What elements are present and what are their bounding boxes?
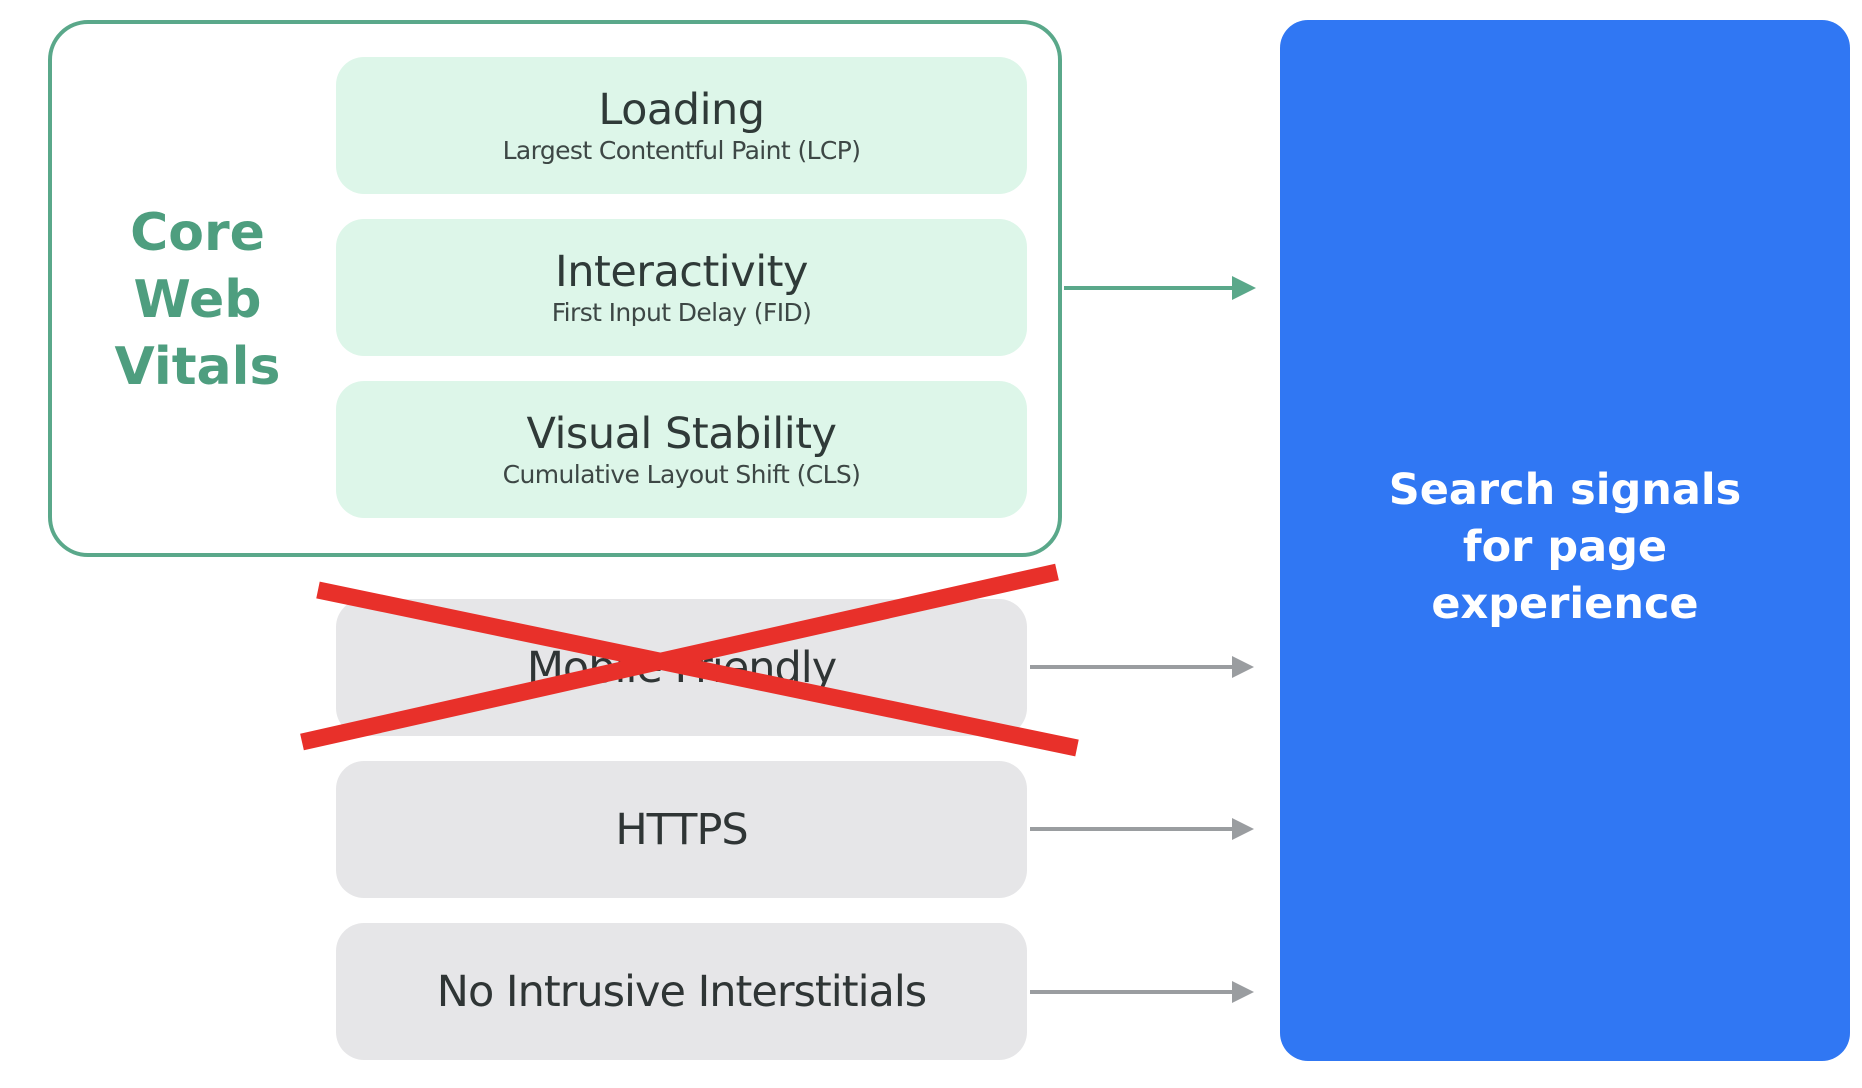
- cross-stroke: [300, 563, 1059, 751]
- cross-out-icon: [300, 563, 1079, 757]
- target-label: Search signals for page experience: [1389, 462, 1742, 633]
- signal-no-intrusive-interstitials: No Intrusive Interstitials: [336, 923, 1027, 1060]
- cross-stroke: [316, 581, 1079, 757]
- arrow-no-intrusive-interstitials: [1030, 981, 1254, 1003]
- arrow-mobile-friendly: [1030, 656, 1254, 678]
- metric-subtitle: First Input Delay (FID): [551, 297, 812, 327]
- arrow-https: [1030, 818, 1254, 840]
- metric-visual-stability: Visual Stability Cumulative Layout Shift…: [336, 381, 1027, 518]
- cwv-label-line: Web: [133, 270, 262, 330]
- metric-title: Interactivity: [555, 246, 808, 297]
- target-label-line: Search signals: [1388, 465, 1742, 515]
- arrowhead-icon: [1232, 818, 1254, 840]
- metric-title: Visual Stability: [526, 408, 838, 459]
- metric-interactivity: Interactivity First Input Delay (FID): [336, 219, 1027, 356]
- core-web-vitals-label: Core Web Vitals: [90, 200, 305, 401]
- arrowhead-icon: [1232, 981, 1254, 1003]
- metric-subtitle: Largest Contentful Paint (LCP): [502, 135, 861, 165]
- metric-loading: Loading Largest Contentful Paint (LCP): [336, 57, 1027, 194]
- signal-label: HTTPS: [615, 804, 748, 855]
- target-label-line: for page: [1462, 522, 1668, 572]
- arrow-core-web-vitals: [1064, 276, 1256, 300]
- target-label-line: experience: [1431, 579, 1699, 629]
- metric-subtitle: Cumulative Layout Shift (CLS): [502, 459, 861, 489]
- arrowhead-icon: [1232, 656, 1254, 678]
- cwv-label-line: Core: [130, 203, 265, 263]
- arrowhead-icon: [1232, 276, 1256, 300]
- signal-label: No Intrusive Interstitials: [436, 966, 927, 1017]
- metric-title: Loading: [598, 84, 765, 135]
- page-experience-target: Search signals for page experience: [1280, 20, 1850, 1061]
- signal-https: HTTPS: [336, 761, 1027, 898]
- cwv-label-line: Vitals: [114, 337, 281, 397]
- core-web-vitals-group: [48, 20, 1062, 557]
